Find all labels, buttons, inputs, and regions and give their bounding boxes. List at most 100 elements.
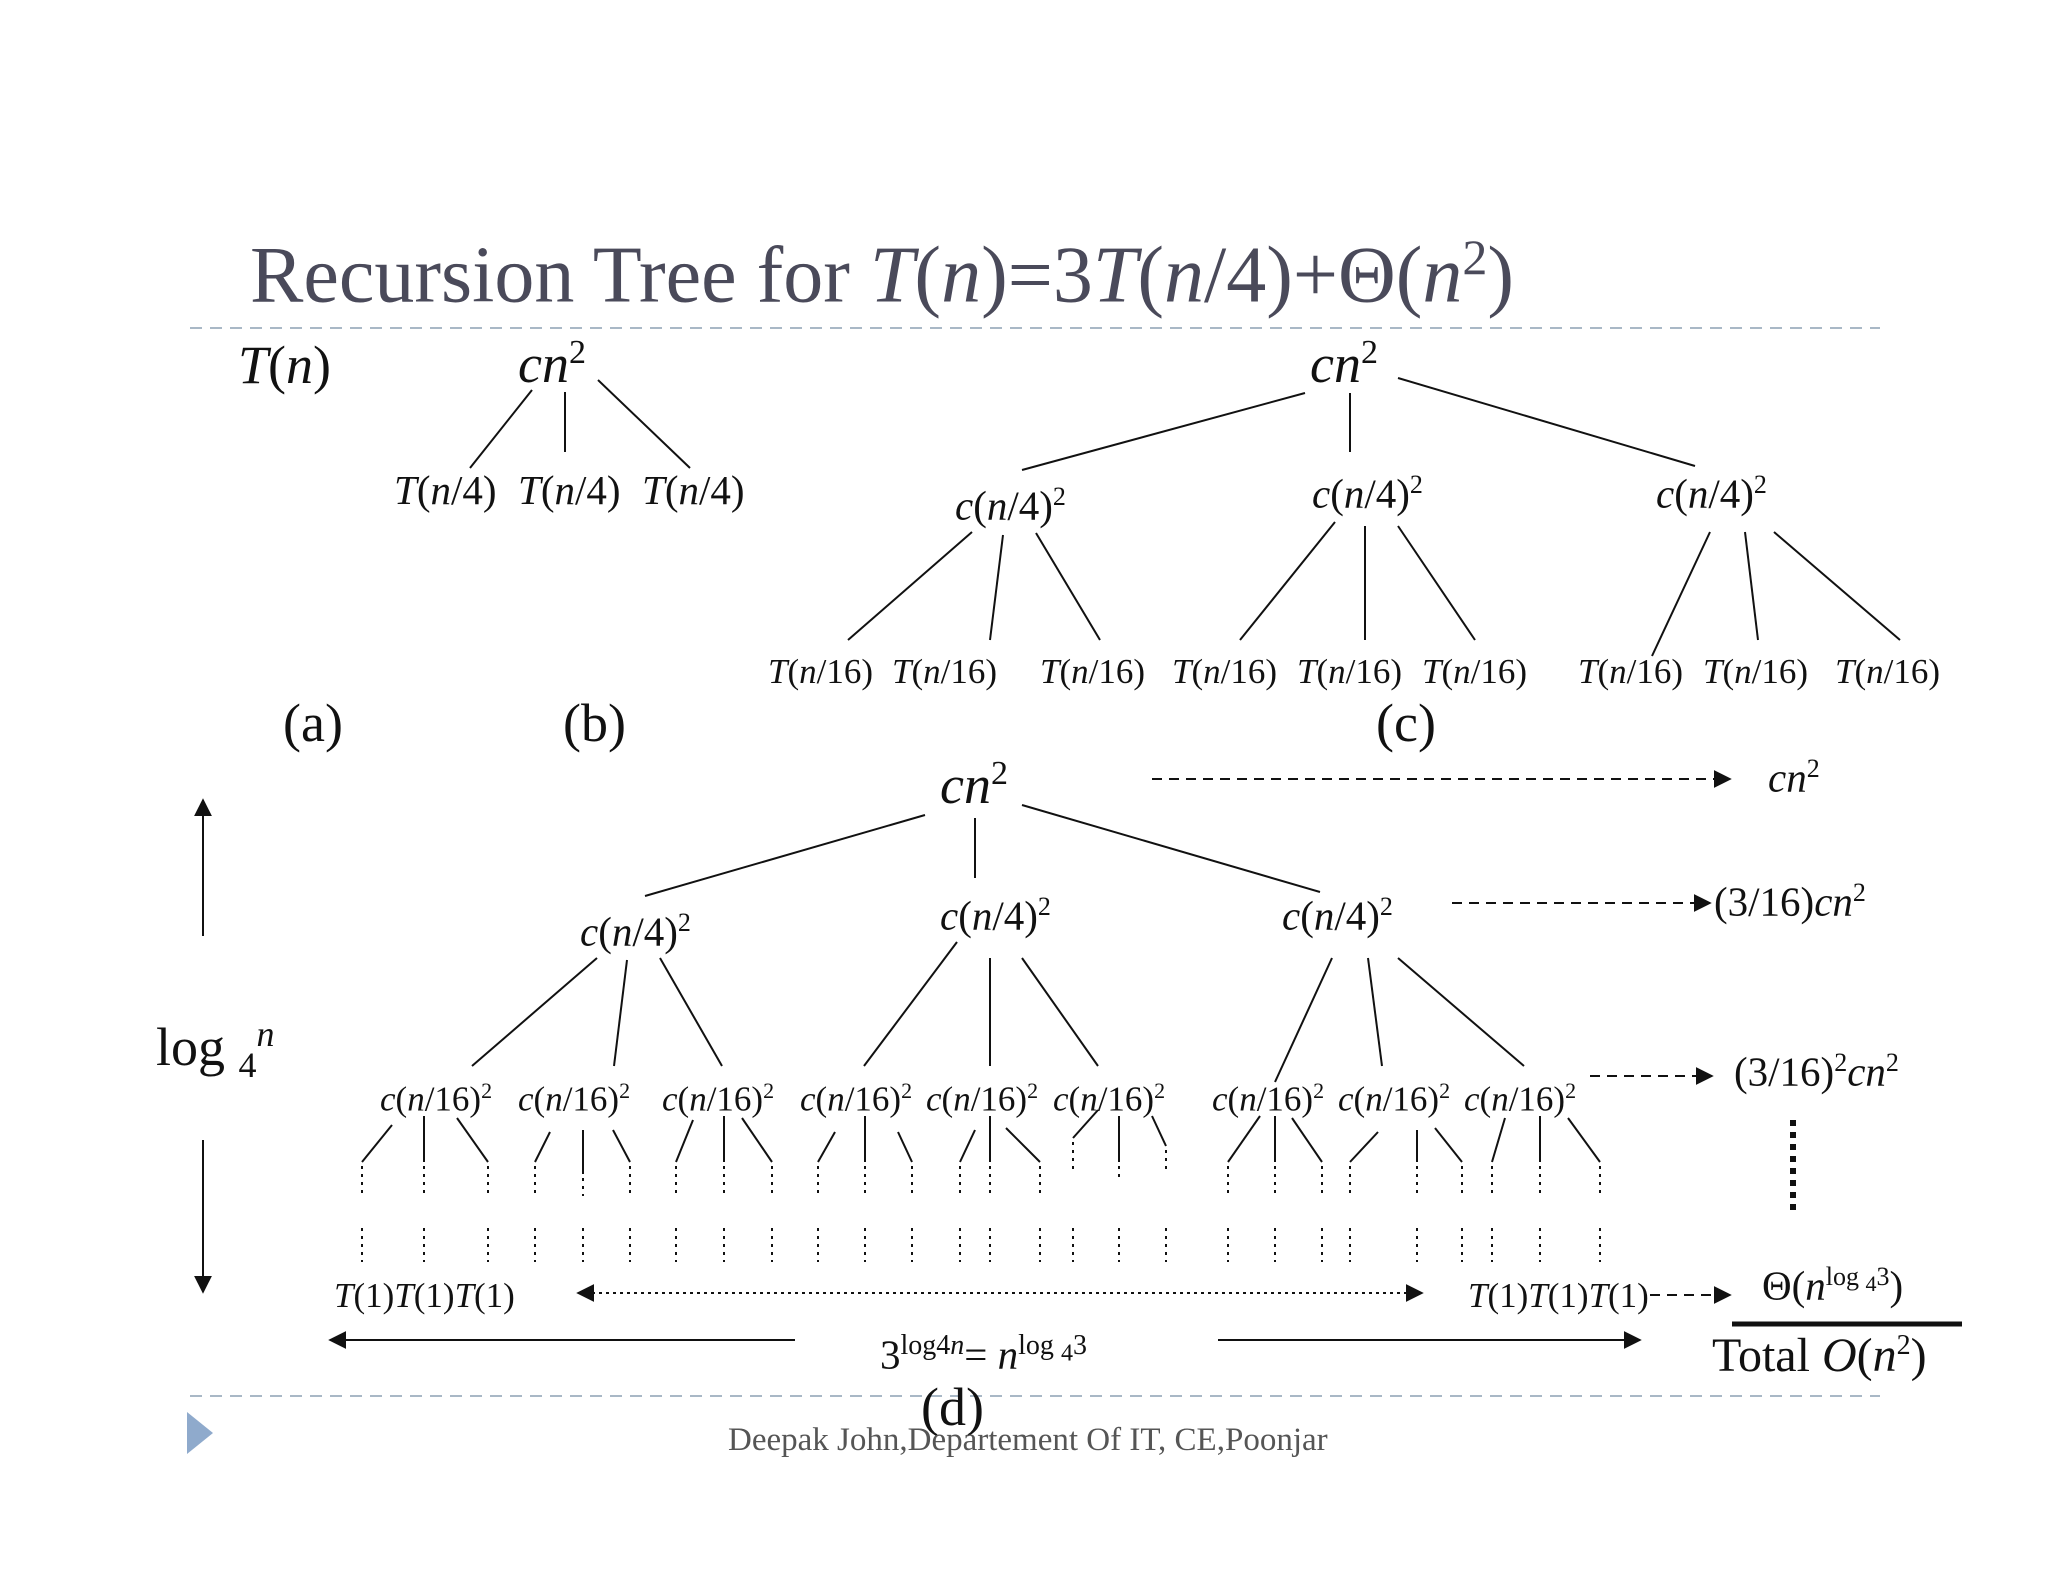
- node-n: n: [799, 652, 817, 691]
- part-d-level1-node-1: c(n/4)2: [580, 910, 691, 953]
- node-paren: (: [1854, 652, 1867, 691]
- node-c: c: [926, 1079, 942, 1119]
- slide-bullet-icon: [187, 1412, 213, 1454]
- part-d-level1-node-3: c(n/4)2: [1282, 894, 1393, 937]
- node-sup: 2: [901, 1078, 913, 1103]
- title-close: ): [1487, 231, 1515, 320]
- node-rest: /4): [1334, 892, 1380, 939]
- node-sup: 2: [568, 334, 586, 371]
- leaf-count-three: 3: [880, 1331, 901, 1378]
- node-paren: (: [540, 467, 555, 513]
- part-b-child-2: T(n/4): [518, 470, 621, 511]
- part-b-edges: [469, 379, 691, 469]
- title-n3: n: [1422, 231, 1463, 320]
- node-paren: (: [1059, 652, 1072, 691]
- node-n: n: [1203, 652, 1221, 691]
- part-c-level1-node-1: c(n/4)2: [955, 484, 1066, 527]
- node-sup: 2: [1565, 1078, 1577, 1103]
- node-T: T: [892, 652, 912, 691]
- node-rest: /4): [1007, 482, 1053, 529]
- node-sup: 2: [677, 908, 691, 937]
- node-n: n: [1239, 1079, 1257, 1119]
- node-n: n: [611, 908, 633, 955]
- node-paren: (: [416, 467, 431, 513]
- node-rest: /4): [1708, 470, 1754, 517]
- node-paren: (: [598, 908, 612, 955]
- node-n: n: [1609, 652, 1627, 691]
- cost-sub: 4: [1865, 1271, 1877, 1297]
- leaf-level-cost: Θ(nlog 43): [1762, 1264, 1903, 1307]
- node-T: T: [238, 335, 269, 395]
- node-T: T: [1703, 652, 1723, 691]
- part-d-leaves-right: T(1)T(1)T(1): [1468, 1278, 1649, 1313]
- node-c: c: [1464, 1079, 1480, 1119]
- node-n: n: [827, 1079, 845, 1119]
- node-n: n: [1328, 652, 1346, 691]
- node-T: T: [334, 1276, 354, 1315]
- node-n: n: [1365, 1079, 1383, 1119]
- height-base: 4: [238, 1044, 257, 1085]
- part-c-leaf-7: T(n/16): [1578, 654, 1683, 689]
- title-sup: 2: [1462, 229, 1488, 285]
- node-rest: /16): [970, 1079, 1028, 1119]
- node-n: n: [963, 755, 991, 815]
- node-n: n: [545, 1079, 563, 1119]
- node-sup: 2: [1439, 1078, 1451, 1103]
- node-n: n: [1866, 652, 1884, 691]
- part-c-level1-edges: [847, 521, 1901, 657]
- node-sup: 2: [1379, 892, 1393, 921]
- node-paren: (: [677, 1079, 690, 1119]
- leaf-count-formula: 3log4n= nlog 43: [880, 1332, 1087, 1376]
- node-paren: (: [787, 652, 800, 691]
- node-rest: /16): [1470, 652, 1528, 691]
- leaf-count-eq: =: [964, 1331, 998, 1378]
- part-c-label: (c): [1376, 693, 1436, 753]
- cost-sup-frac: 2: [1834, 1048, 1848, 1077]
- node-paren: (: [664, 467, 679, 513]
- node-rest: /4): [992, 892, 1038, 939]
- part-c-leaf-5: T(n/16): [1297, 654, 1402, 689]
- node-paren: (: [958, 892, 972, 939]
- node-n: n: [1313, 892, 1335, 939]
- total-paren: (: [1856, 1329, 1873, 1382]
- cost-sup-log: log: [1825, 1262, 1866, 1291]
- node-c: c: [662, 1079, 678, 1119]
- node-paren: (: [941, 1079, 954, 1119]
- part-d-root: cn2: [940, 755, 1008, 815]
- part-c-level1-node-3: c(n/4)2: [1656, 472, 1767, 515]
- node-paren: (: [1479, 1079, 1492, 1119]
- part-d-level2-node-3: c(n/16)2: [662, 1080, 774, 1117]
- node-paren: (: [911, 652, 924, 691]
- node-rest: /16): [1256, 1079, 1314, 1119]
- height-log: log: [156, 1017, 239, 1077]
- node-one: (1): [474, 1276, 515, 1315]
- total-close: ): [1910, 1329, 1927, 1382]
- leaf-count-n: n: [997, 1331, 1019, 1378]
- node-n: n: [678, 467, 699, 513]
- node-T: T: [454, 1276, 475, 1315]
- level2-cost: (3/16)2cn2: [1734, 1050, 1899, 1093]
- part-b-label: (b): [563, 693, 626, 753]
- node-paren: (: [533, 1079, 546, 1119]
- node-c: c: [1310, 334, 1334, 394]
- node-rest: /16): [1626, 652, 1684, 691]
- total-cost: Total O(n2): [1712, 1332, 1927, 1380]
- node-n: n: [286, 335, 314, 395]
- leaf-count-exp-n: n: [950, 1330, 965, 1361]
- node-c: c: [1656, 470, 1675, 517]
- node-rest: /16): [562, 1079, 620, 1119]
- total-word: Total: [1712, 1329, 1822, 1382]
- part-d-level2-node-2: c(n/16)2: [518, 1080, 630, 1117]
- total-n: n: [1872, 1329, 1897, 1382]
- node-sup: 2: [1360, 334, 1378, 371]
- node-c: c: [1282, 892, 1301, 939]
- node-T: T: [1588, 1276, 1609, 1315]
- node-paren: (: [1300, 892, 1314, 939]
- part-b-child-1: T(n/4): [394, 470, 497, 511]
- node-n: n: [971, 892, 993, 939]
- node-paren: (: [1316, 652, 1329, 691]
- node-n: n: [1687, 470, 1709, 517]
- node-n: n: [1491, 1079, 1509, 1119]
- node-T: T: [518, 467, 541, 513]
